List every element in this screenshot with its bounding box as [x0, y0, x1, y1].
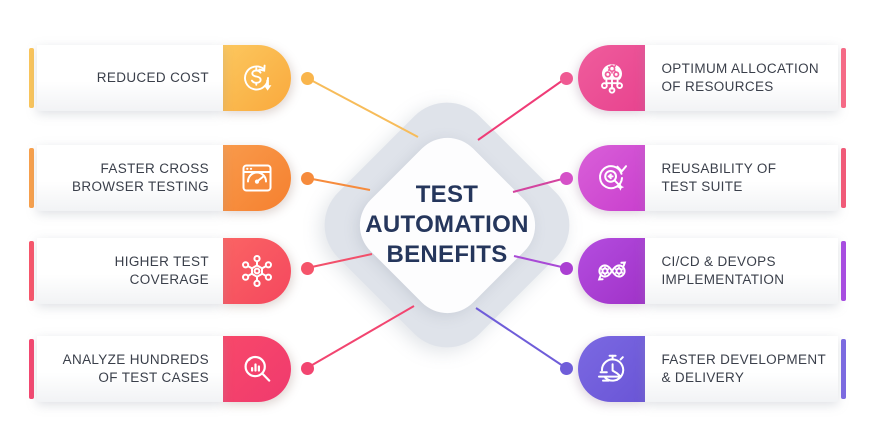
card-label: REDUCED COST: [96, 70, 209, 85]
magnifier-chart-icon: [244, 355, 271, 382]
connector-line-right-1: [477, 77, 567, 141]
card-accent-bar: [29, 148, 34, 208]
reuse-search-icon: [598, 165, 627, 191]
card-accent-bar: [841, 48, 846, 108]
network-coverage-icon: [242, 255, 272, 287]
center-badge: TEST AUTOMATION BENEFITS: [305, 83, 589, 367]
card-icon-cap: [223, 336, 291, 402]
connector-line-left-2: [306, 177, 371, 191]
card-label-panel: ANALYZE HUNDREDS OF TEST CASES: [37, 336, 223, 402]
card-accent-bar: [29, 241, 34, 301]
card-icon-cap: [578, 238, 646, 304]
center-title: TEST AUTOMATION BENEFITS: [322, 100, 572, 350]
money-down-icon: [244, 64, 272, 91]
benefit-card-reusability-of-test-suite[interactable]: REUSABILITY OF TEST SUITE: [578, 145, 846, 211]
resource-allocation-icon: [600, 64, 623, 94]
card-label-panel: REDUCED COST: [37, 45, 223, 111]
card-label-panel: CI/CD & DEVOPS IMPLEMENTATION: [645, 238, 838, 304]
connector-dot-right-2: [560, 172, 573, 185]
benefit-card-analyze-test-cases[interactable]: ANALYZE HUNDREDS OF TEST CASES: [29, 336, 291, 402]
card-icon-cap: [223, 45, 291, 111]
connector-dot-left-3: [301, 262, 314, 275]
connector-dot-right-1: [560, 72, 573, 85]
center-title-line-3: BENEFITS: [386, 241, 508, 268]
card-label: OPTIMUM ALLOCATION OF RESOURCES: [661, 61, 820, 94]
card-label-panel: REUSABILITY OF TEST SUITE: [645, 145, 838, 211]
card-accent-bar: [841, 148, 846, 208]
card-label-panel: FASTER CROSS BROWSER TESTING: [37, 145, 223, 211]
card-icon-cap: [578, 336, 646, 402]
card-icon-cap: [223, 145, 291, 211]
connector-dot-right-4: [560, 362, 573, 375]
card-label: FASTER DEVELOPMENT & DELIVERY: [661, 352, 827, 385]
card-accent-bar: [29, 48, 34, 108]
connector-dot-left-4: [301, 362, 314, 375]
center-title-line-1: TEST: [415, 181, 479, 208]
cicd-infinity-gears-icon: [597, 261, 626, 281]
center-title-line-2: AUTOMATION: [365, 211, 529, 238]
benefit-card-higher-test-coverage[interactable]: HIGHER TEST COVERAGE: [29, 238, 291, 304]
card-icon-cap: [578, 45, 646, 111]
connector-dot-right-3: [560, 262, 573, 275]
connector-line-left-3: [306, 253, 373, 269]
card-icon-cap: [223, 238, 291, 304]
benefit-card-faster-development[interactable]: FASTER DEVELOPMENT & DELIVERY: [578, 336, 846, 402]
card-label: CI/CD & DEVOPS IMPLEMENTATION: [661, 254, 785, 287]
connector-line-right-4: [475, 307, 567, 369]
connector-line-left-4: [306, 305, 415, 369]
card-label-panel: HIGHER TEST COVERAGE: [37, 238, 223, 304]
connector-dot-left-1: [301, 72, 314, 85]
card-label: ANALYZE HUNDREDS OF TEST CASES: [62, 352, 209, 385]
stopwatch-arrow-icon: [597, 354, 624, 382]
browser-speed-icon: [242, 164, 272, 192]
connector-line-right-3: [513, 255, 567, 269]
benefit-card-faster-cross-browser-testing[interactable]: FASTER CROSS BROWSER TESTING: [29, 145, 291, 211]
card-label: REUSABILITY OF TEST SUITE: [661, 161, 777, 194]
card-label-panel: FASTER DEVELOPMENT & DELIVERY: [645, 336, 838, 402]
card-accent-bar: [841, 241, 846, 301]
card-label: FASTER CROSS BROWSER TESTING: [71, 161, 209, 194]
card-icon-cap: [578, 145, 646, 211]
benefit-card-optimum-allocation[interactable]: OPTIMUM ALLOCATION OF RESOURCES: [578, 45, 846, 111]
connector-dot-left-2: [301, 172, 314, 185]
benefit-card-reduced-cost[interactable]: REDUCED COST: [29, 45, 291, 111]
connector-line-right-2: [512, 177, 567, 193]
connector-line-left-1: [306, 77, 419, 138]
benefit-card-cicd-devops[interactable]: CI/CD & DEVOPS IMPLEMENTATION: [578, 238, 846, 304]
card-label-panel: OPTIMUM ALLOCATION OF RESOURCES: [645, 45, 838, 111]
card-accent-bar: [29, 339, 34, 399]
card-accent-bar: [841, 339, 846, 399]
card-label: HIGHER TEST COVERAGE: [114, 254, 209, 287]
